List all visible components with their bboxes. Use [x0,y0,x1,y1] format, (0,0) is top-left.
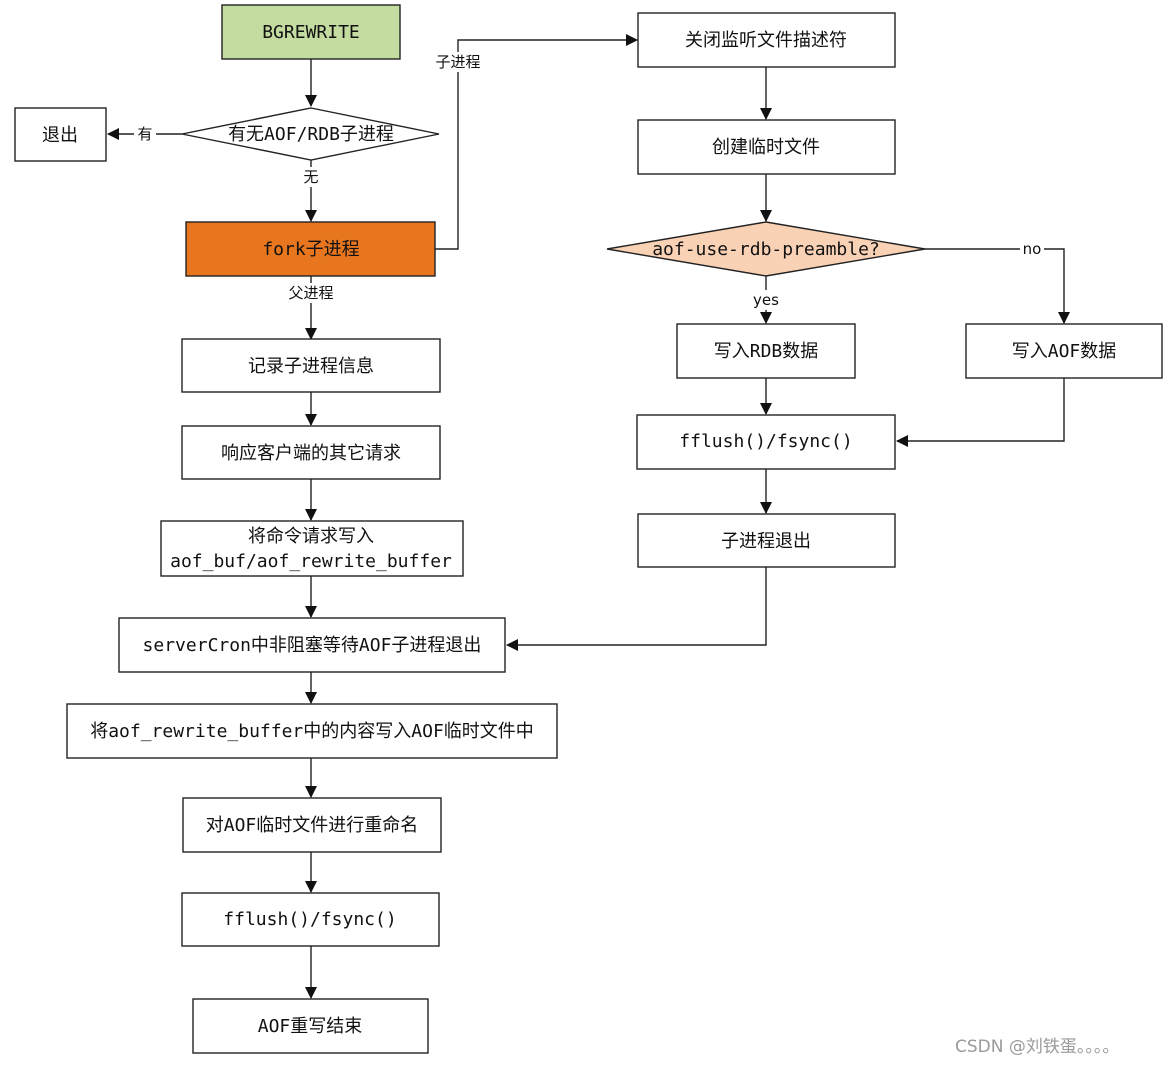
node-fork-label: fork子进程 [262,239,359,260]
edge-child-exit-to-servercron [506,567,767,651]
node-create-tmp: 创建临时文件 [637,119,896,175]
node-preamble-decision: aof-use-rdb-preamble? [606,221,926,277]
node-rename-label: 对AOF临时文件进行重命名 [206,815,419,836]
node-write-cmd: 将命令请求写入 aof_buf/aof_rewrite_buffer [160,520,464,577]
node-end: AOF重写结束 [192,998,429,1054]
node-exit: 退出 [14,107,107,162]
node-child-exit: 子进程退出 [637,513,896,568]
node-fflush-right-label: fflush()/fsync() [679,431,852,452]
label-child-process: 子进程 [435,53,480,71]
edge-preamble-to-write-aof [925,248,1070,324]
node-record-info: 记录子进程信息 [181,338,441,393]
node-preamble-label: aof-use-rdb-preamble? [652,239,880,260]
node-fflush-left-label: fflush()/fsync() [223,909,396,930]
label-no: no [1023,240,1042,258]
edge-fork-to-close-fd [435,34,638,250]
node-record-info-label: 记录子进程信息 [248,356,374,377]
edges [107,34,1070,999]
node-bgrewrite-label: BGREWRITE [262,22,360,43]
node-write-rdb: 写入RDB数据 [676,323,856,379]
node-end-label: AOF重写结束 [258,1016,363,1037]
node-bgrewrite: BGREWRITE [221,4,401,60]
node-create-tmp-label: 创建临时文件 [712,137,820,158]
node-child-exit-label: 子进程退出 [721,531,811,552]
node-write-cmd-label-1: 将命令请求写入 [248,526,374,547]
node-fflush-right: fflush()/fsync() [636,414,896,470]
edge-labels: 有 无 子进程 父进程 yes no [134,52,1044,310]
node-close-fd-label: 关闭监听文件描述符 [685,30,847,51]
edge-write-aof-to-fflush [896,378,1065,447]
node-servercron: serverCron中非阻塞等待AOF子进程退出 [118,617,506,673]
node-respond-label: 响应客户端的其它请求 [221,443,401,464]
node-fork: fork子进程 [185,221,436,277]
node-write-aof-label: 写入AOF数据 [1012,341,1117,362]
node-exit-label: 退出 [42,125,78,146]
label-no-child: 无 [303,168,318,186]
node-has-child-decision: 有无AOF/RDB子进程 [181,107,440,161]
node-write-cmd-label-2: aof_buf/aof_rewrite_buffer [170,551,452,572]
node-write-buffer: 将aof_rewrite_buffer中的内容写入AOF临时文件中 [66,703,558,759]
label-parent-process: 父进程 [288,284,333,302]
node-write-buffer-label: 将aof_rewrite_buffer中的内容写入AOF临时文件中 [90,721,534,742]
node-has-child-label: 有无AOF/RDB子进程 [228,124,394,145]
label-yes: yes [753,291,779,309]
node-servercron-label: serverCron中非阻塞等待AOF子进程退出 [143,635,482,656]
node-write-rdb-label: 写入RDB数据 [714,341,819,362]
watermark: CSDN @刘铁蛋。。。。 [955,1037,1119,1057]
node-write-aof: 写入AOF数据 [965,323,1163,379]
label-yes-child: 有 [137,125,152,143]
node-respond: 响应客户端的其它请求 [181,425,441,480]
node-fflush-left: fflush()/fsync() [181,892,440,947]
node-rename: 对AOF临时文件进行重命名 [182,797,442,853]
node-close-fd: 关闭监听文件描述符 [637,12,896,68]
